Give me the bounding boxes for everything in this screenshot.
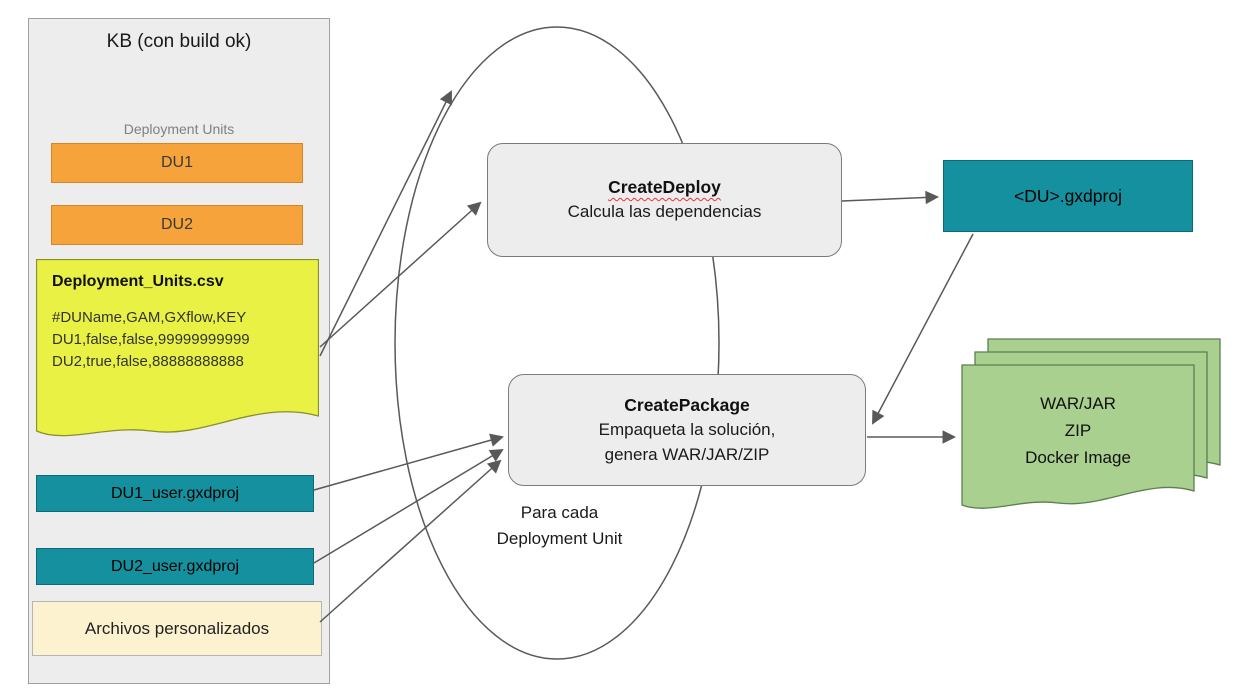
kb-panel-title: KB (con build ok): [106, 31, 252, 52]
loop-caption-line2: Deployment Unit: [496, 529, 623, 548]
create-deploy-title: CreateDeploy: [608, 177, 721, 197]
package-output-labels: WAR/JAR ZIP Docker Image: [966, 390, 1190, 471]
package-output-line: WAR/JAR: [1040, 394, 1116, 413]
du1-user-gxdproj-box: DU1_user.gxdproj: [36, 475, 314, 512]
du2-box: DU2: [51, 205, 303, 245]
csv-note-title: Deployment_Units.csv: [52, 273, 224, 290]
create-package-box: CreatePackage Empaqueta la solución, gen…: [508, 374, 866, 486]
deployment-units-label: Deployment Units: [123, 121, 235, 137]
package-output-line: Docker Image: [1025, 448, 1131, 467]
du1-user-gxdproj-label: DU1_user.gxdproj: [110, 484, 240, 502]
custom-files-box: Archivos personalizados: [32, 601, 322, 656]
arrow-csv-to-createdeploy: [319, 201, 482, 348]
arrow-createdeploy-to-gxdproj: [841, 190, 940, 205]
kb-panel: KB (con build ok) Deployment Units DU1 D…: [28, 18, 330, 684]
create-package-subtitle-line2: genera WAR/JAR/ZIP: [604, 444, 770, 464]
create-package-subtitle-line1: Empaqueta la solución,: [598, 419, 776, 439]
csv-line: DU1,false,false,99999999999: [52, 331, 250, 348]
loop-ellipse: [394, 26, 720, 660]
deployment-units-csv-note: Deployment_Units.csv #DUName,GAM,GXflow,…: [36, 259, 319, 445]
package-doc-front: [961, 364, 1195, 509]
custom-files-label: Archivos personalizados: [84, 618, 270, 638]
du2-user-gxdproj-box: DU2_user.gxdproj: [36, 548, 314, 585]
csv-note-content: #DUName,GAM,GXflow,KEY DU1,false,false,9…: [52, 307, 250, 373]
arrow-du1user-to-createpackage: [313, 433, 504, 491]
csv-line: DU2,true,false,88888888888: [52, 353, 244, 370]
gxdproj-output-box: <DU>.gxdproj: [943, 160, 1193, 232]
du2-label: DU2: [160, 216, 193, 233]
package-output-line: ZIP: [1064, 421, 1092, 440]
arrow-csv-to-loop: [319, 90, 452, 357]
create-deploy-box: CreateDeploy Calcula las dependencias: [487, 143, 842, 257]
gxdproj-output-label: <DU>.gxdproj: [1014, 185, 1122, 206]
create-deploy-subtitle: Calcula las dependencias: [567, 202, 762, 221]
du1-label: DU1: [160, 154, 193, 171]
loop-caption: Para cada Deployment Unit: [462, 500, 657, 552]
package-docs-stack: [961, 338, 1221, 509]
du1-box: DU1: [51, 143, 303, 183]
csv-line: #DUName,GAM,GXflow,KEY: [52, 309, 247, 326]
document-shape: [36, 259, 319, 437]
create-package-title: CreatePackage: [624, 394, 750, 415]
du2-user-gxdproj-label: DU2_user.gxdproj: [110, 557, 240, 575]
loop-caption-line1: Para cada: [520, 503, 599, 522]
